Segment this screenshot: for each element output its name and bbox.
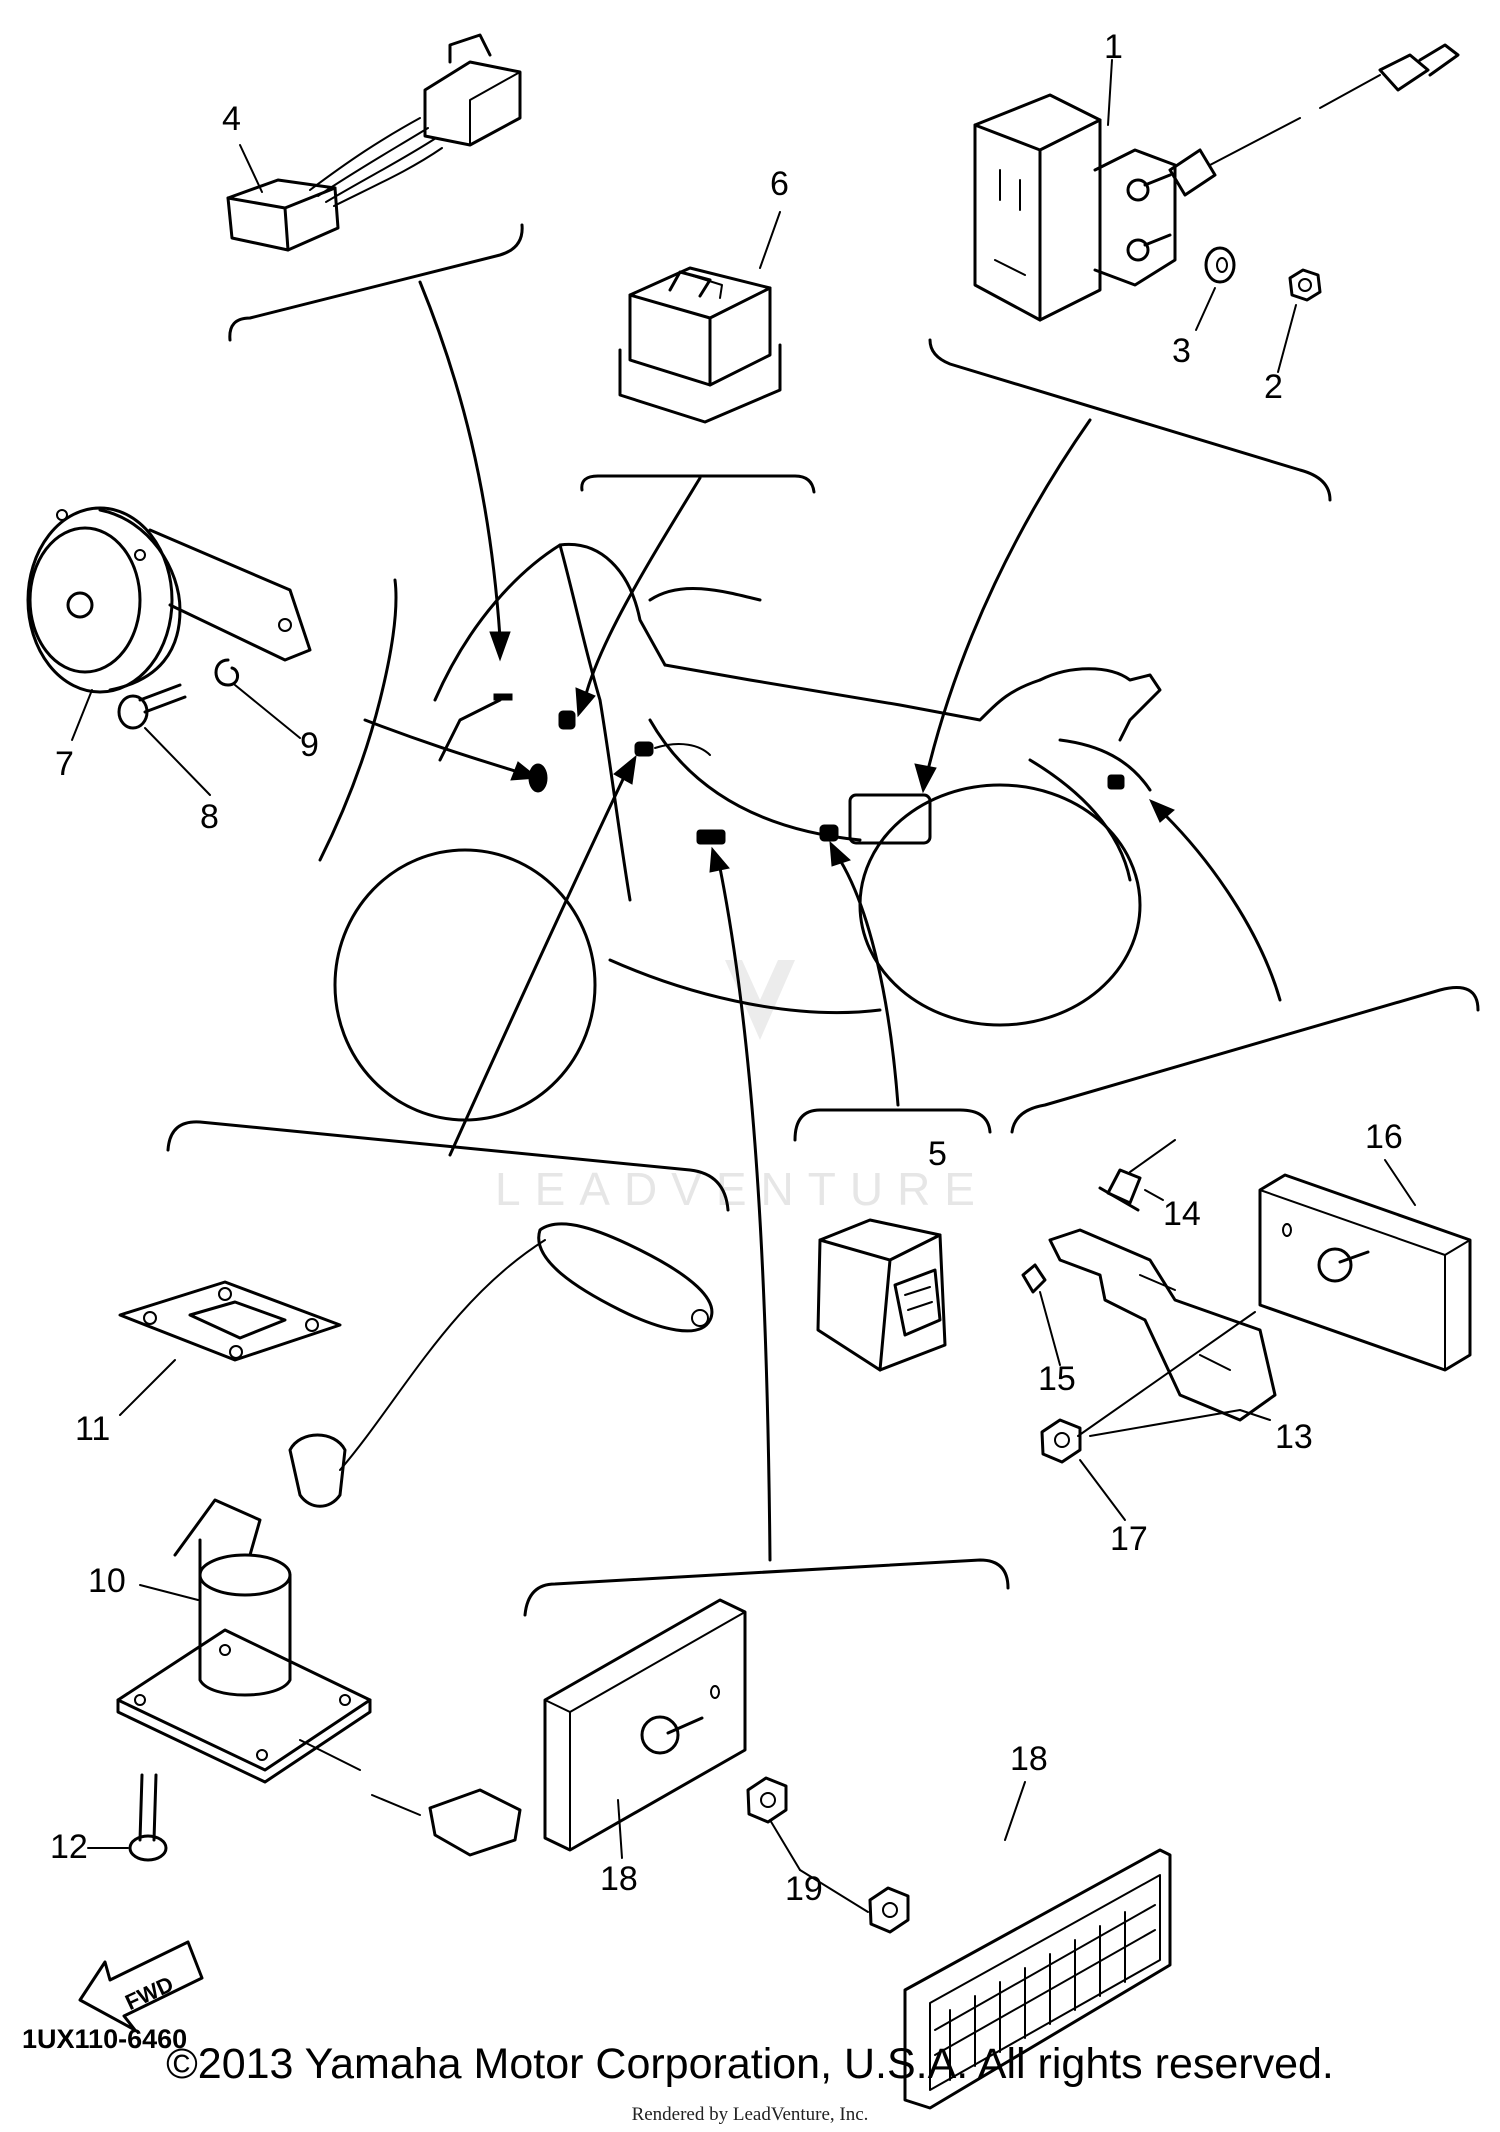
diagram-code: 1UX110-6460 — [22, 2024, 187, 2054]
callout-leaders — [71, 59, 1416, 1913]
part-19-nut-top — [746, 1776, 788, 1824]
callout-18-right: 18 — [1010, 1740, 1048, 1778]
motorcycle-silhouette — [333, 542, 1162, 1122]
callout-14: 14 — [1163, 1195, 1201, 1233]
callout-8: 8 — [200, 798, 219, 836]
fwd-label: FWD — [121, 1971, 177, 2015]
part-17-nut — [1040, 1418, 1082, 1464]
callout-9: 9 — [300, 726, 319, 764]
fwd-arrow-icon: FWD — [78, 1940, 204, 2032]
callout-1: 1 — [1104, 28, 1123, 66]
callout-10: 10 — [88, 1562, 126, 1600]
callout-2: 2 — [1264, 368, 1283, 406]
part-2-nut — [1288, 268, 1322, 302]
watermark-text: LEADVENTURE — [495, 1163, 989, 1215]
part-18-reflector-left — [543, 1598, 747, 1852]
part-19-nut-bottom — [868, 1886, 910, 1934]
callout-5: 5 — [928, 1135, 947, 1173]
part-18-reflector-right — [903, 1848, 1172, 2110]
group-brackets — [166, 223, 1480, 1617]
part-3-washer — [1204, 246, 1236, 284]
callout-19: 19 — [785, 1870, 823, 1908]
part-12-screw — [128, 1773, 168, 1862]
part-4-wire-harness — [226, 33, 522, 252]
callout-4: 4 — [222, 100, 241, 138]
callout-3: 3 — [1172, 332, 1191, 370]
part-11-gasket — [118, 1280, 342, 1362]
part-1-starter-relay — [973, 43, 1460, 322]
callout-18-left: 18 — [600, 1860, 638, 1898]
callout-15: 15 — [1038, 1360, 1076, 1398]
callout-17: 17 — [1110, 1520, 1148, 1558]
part-9-washer — [214, 658, 239, 687]
part-15-clip — [1021, 1263, 1047, 1294]
part-10-fuel-sender — [116, 1222, 714, 1857]
callout-11: 11 — [75, 1410, 110, 1448]
part-7-horn — [26, 506, 312, 694]
callout-numbers: 1 2 3 4 5 6 7 8 9 10 11 12 13 14 15 16 1… — [50, 28, 1403, 1908]
part-13-bracket — [1048, 1228, 1277, 1422]
callout-12: 12 — [50, 1828, 88, 1866]
leader-arrows — [363, 280, 1282, 1562]
part-8-bolt — [117, 683, 187, 730]
part-14-rivet — [1098, 1139, 1176, 1212]
rendered-by-note: Rendered by LeadVenture, Inc. — [631, 2104, 869, 2125]
part-16-reflector — [1258, 1173, 1472, 1372]
callout-16: 16 — [1365, 1118, 1403, 1156]
callout-6: 6 — [770, 165, 789, 203]
location-markers — [493, 693, 1125, 845]
callout-7: 7 — [55, 745, 74, 783]
leadventure-watermark: LEADVENTURE — [495, 960, 989, 1215]
part-5-flasher-relay — [816, 1218, 947, 1372]
callout-13: 13 — [1275, 1418, 1313, 1456]
copyright-notice: ©2013 Yamaha Motor Corporation, U.S.A. A… — [166, 2040, 1334, 2088]
part-6-relay — [618, 266, 782, 424]
